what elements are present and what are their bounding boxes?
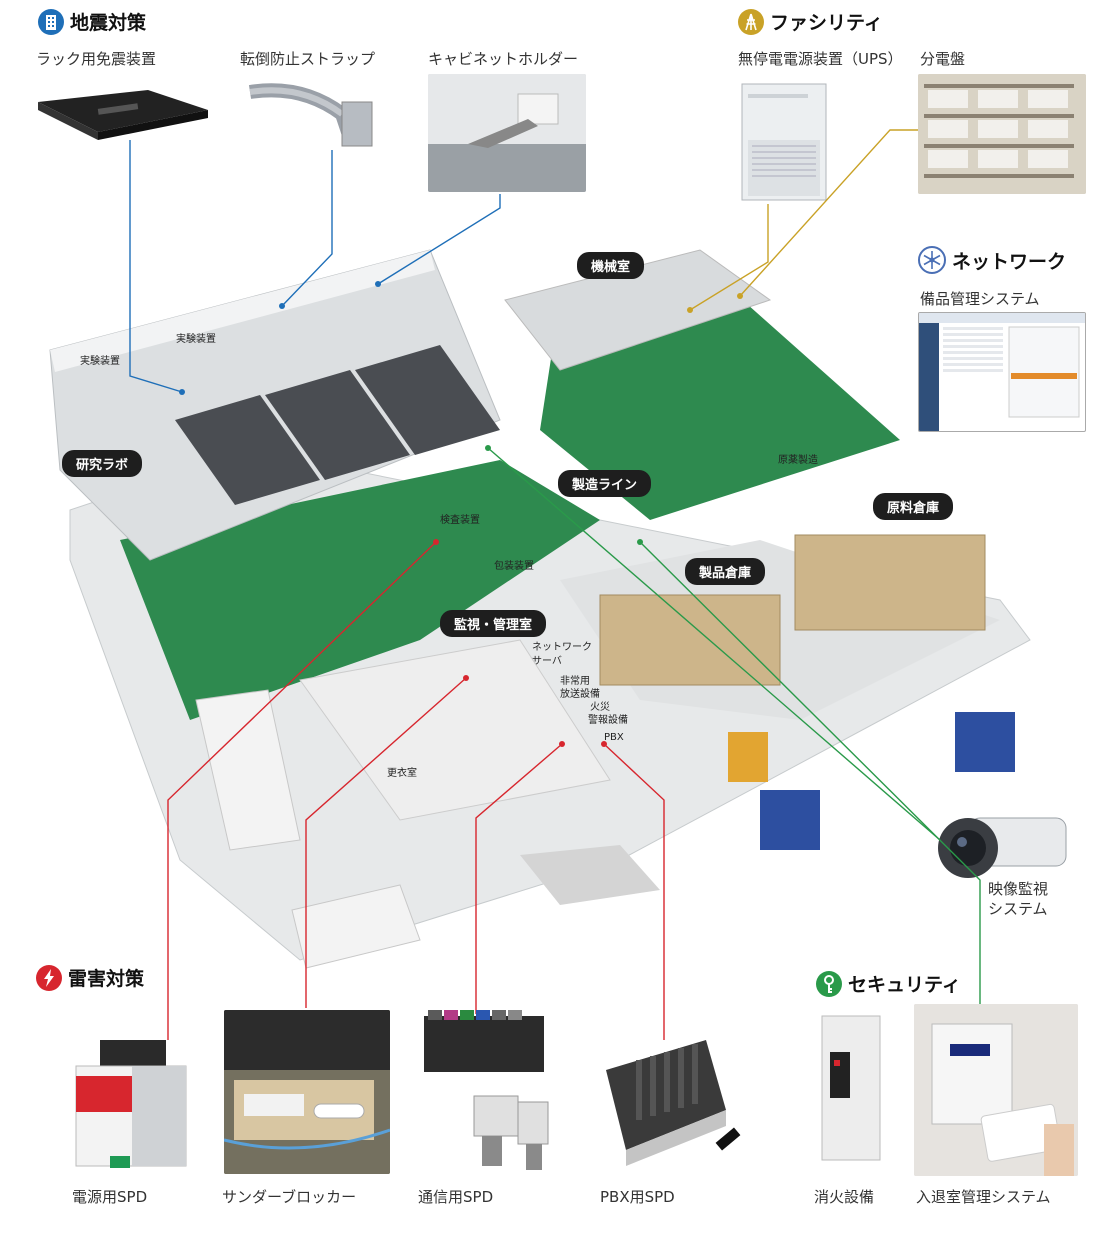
power-tower-icon [738,8,764,35]
equipment-label: 警報設備 [588,715,628,726]
room-tag-production: 製造ライン [558,470,652,497]
seismic-item-label: キャビネットホルダー [428,50,579,68]
equipment-label: 更衣室 [387,768,417,779]
ups-image [738,80,830,204]
thunder-blocker-image [224,1010,390,1174]
asset-system-screen [918,312,1086,432]
lightning-item-label: 通信用SPD [418,1188,494,1206]
facility-item-label: 無停電電源装置（UPS） [738,50,903,68]
security-item-label: 入退室管理システム [916,1188,1051,1206]
lightning-item-label: 電源用SPD [72,1188,148,1206]
fire-panel-image [818,1012,884,1164]
lightning-icon [36,964,62,991]
seismic-item-label: ラック用免震装置 [36,50,157,68]
network-icon [918,246,946,274]
room-tag-raw-warehouse: 原料倉庫 [873,493,954,520]
room-tag-monitor: 監視・管理室 [440,610,547,637]
category-facility-title: ファシリティ [770,12,883,34]
equipment-label: 原薬製造 [778,455,818,466]
equipment-label: 実験装置 [176,334,216,345]
facility-item-label: 分電盤 [920,50,966,68]
camera-label: システム [988,900,1048,918]
pbx-spd-image [596,1030,750,1182]
building-icon [38,8,64,35]
strap-image [242,74,382,152]
distribution-board-image [918,74,1086,194]
camera-label: 映像監視 [988,880,1049,898]
category-seismic-title: 地震対策 [70,12,147,34]
category-network-title: ネットワーク [952,250,1067,273]
network-item-label: 備品管理システム [920,290,1040,308]
equipment-label: 実験装置 [80,356,120,367]
equipment-label: 検査装置 [440,515,480,526]
equipment-label: PBX [604,732,624,743]
seismic-item-label: 転倒防止ストラップ [240,50,376,68]
category-lightning: 雷害対策 [36,964,144,991]
access-control-image [914,1004,1078,1176]
building-illustration [40,236,1040,976]
rack-isolator-image [28,82,214,142]
power-spd-image [70,1036,196,1172]
security-item-label: 消火設備 [814,1188,875,1206]
category-seismic: 地震対策 [38,8,146,35]
equipment-label: ネットワーク [532,642,592,653]
equipment-label: サーバ [532,656,562,667]
category-network: ネットワーク [918,246,1066,274]
lightning-item-label: PBX用SPD [600,1188,675,1206]
room-tag-product-warehouse: 製品倉庫 [685,558,766,585]
equipment-label: 包装装置 [494,561,534,572]
lightning-item-label: サンダーブロッカー [222,1188,357,1206]
comm-spd-image [418,1006,552,1180]
category-lightning-title: 雷害対策 [68,968,145,990]
room-tag-lab: 研究ラボ [62,450,143,477]
category-facility: ファシリティ [738,8,883,35]
room-tag-machine: 機械室 [577,252,645,279]
cabinet-holder-image [428,74,586,192]
